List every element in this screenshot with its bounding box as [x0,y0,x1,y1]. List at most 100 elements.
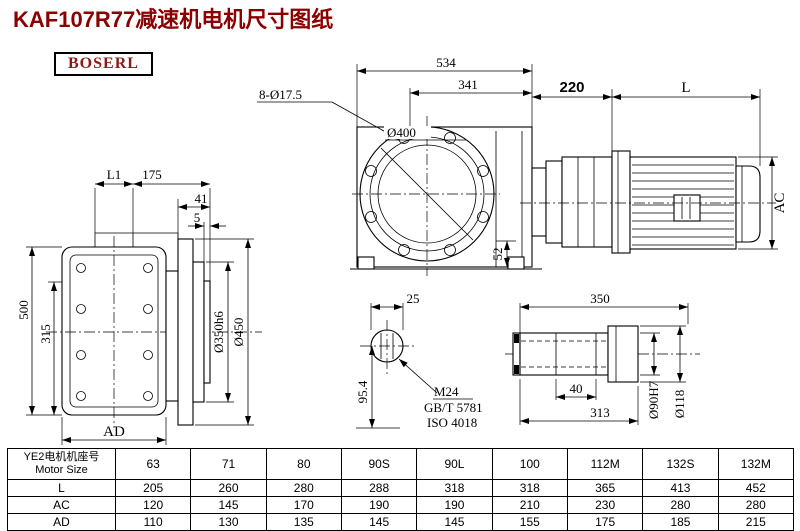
motor-size-header-cn: YE2电机机座号 [23,451,100,463]
table-row-L: L 205 260 280 288 318 318 365 413 452 [7,479,795,497]
cell: 452 [717,479,795,497]
cell: 215 [717,513,795,531]
row-label: L [7,479,116,497]
bolt-hole [477,165,489,177]
dim-flange-outer-diameter: Ø450 [231,318,246,347]
dim-95-4: 95.4 [355,380,370,403]
output-shaft-section [519,332,609,376]
dim-flange-diameter: Ø400 [387,125,416,140]
dim-220: 220 [559,79,584,96]
cell: 280 [265,479,342,497]
cell: 190 [340,496,418,514]
cell: 318 [491,479,568,497]
cell: 288 [340,479,418,497]
shaft-end-detail: 25 95.4 M24 GB/T 5781 ISO 4018 [355,291,483,430]
bolt-hole [365,211,377,223]
size-col: 100 [491,448,568,480]
shaft-hub-section [607,325,639,383]
motor-view: 220 L AC [520,79,788,254]
cell: 365 [566,479,644,497]
cell: 280 [642,496,719,514]
size-col: 112M [566,448,644,480]
size-col: 80 [265,448,342,480]
dim-L1: L1 [107,167,121,182]
bolt-hole [444,132,456,144]
dim-bore-diameter: Ø90H7 [646,380,661,419]
bolt-hole [477,211,489,223]
size-col: 90S [340,448,418,480]
label-GBT-5781: GB/T 5781 [424,400,483,415]
motor-adapter [531,167,547,237]
dim-52: 52 [490,248,505,261]
label-ISO-4018: ISO 4018 [427,415,477,430]
cell: 155 [491,513,568,531]
table-header-row: YE2电机机座号 Motor Size 63 71 80 90S 90L 100… [7,448,795,480]
cell: 230 [566,496,644,514]
bolt [76,350,86,360]
flange-spigot [192,261,205,403]
dim-40: 40 [570,381,583,396]
bolt [76,263,86,273]
bolt [76,304,86,314]
cell: 145 [340,513,418,531]
size-col: 63 [114,448,192,480]
brand-text: BOSERL [68,55,139,72]
mounting-flange-section [177,238,194,426]
motor-size-header-en: Motor Size [35,464,88,476]
cell: 145 [190,496,267,514]
dim-41: 41 [195,191,208,206]
front-view-gearbox: 534 341 8-Ø17.5 Ø400 52 [257,55,542,276]
shaft-side-detail: 350 40 313 Ø90H7 Ø118 [505,291,700,425]
motor-terminal-box [673,194,701,222]
label-M24: M24 [434,384,459,399]
dim-AD: AD [103,424,125,440]
size-col: 132M [717,448,795,480]
cell: 260 [190,479,267,497]
flange-neck [165,270,179,402]
cell: 170 [265,496,342,514]
dim-534: 534 [436,55,456,70]
cell: 280 [717,496,795,514]
size-col: 132S [642,448,719,480]
dim-motor-length: L [681,80,690,96]
dim-350: 350 [590,291,610,306]
dim-motor-AC: AC [772,193,788,214]
cell: 318 [416,479,493,497]
size-col: 71 [190,448,267,480]
dim-25: 25 [407,291,420,306]
page-title: KAF107R77减速机电机尺寸图纸 [13,7,334,32]
dim-spigot-diameter: Ø350h6 [211,311,226,353]
bolt [143,391,153,401]
dim-313: 313 [590,405,610,420]
cell: 210 [491,496,568,514]
cell: 110 [114,513,192,531]
dim-175: 175 [142,167,162,182]
side-view: L1 175 41 5 500 315 Ø350h6 Ø450 AD [16,167,262,445]
bolt [143,304,153,314]
bolt [143,263,153,273]
motor-flange [611,150,631,254]
row-label: AD [7,513,116,531]
bolt [143,350,153,360]
dim-bolt-holes: 8-Ø17.5 [259,87,302,102]
dim-500: 500 [16,300,31,320]
bolt-hole [398,244,410,256]
table-row-AC: AC 120 145 170 190 190 210 230 280 280 [7,496,795,514]
size-col: 90L [416,448,493,480]
dim-5: 5 [194,210,201,225]
cell: 205 [114,479,192,497]
bolt-hole [444,244,456,256]
cell: 145 [416,513,493,531]
row-label: AC [7,496,116,514]
fan-cover [735,165,761,243]
dim-315: 315 [38,324,53,344]
brand-logo: BOSERL [54,52,153,76]
cell: 120 [114,496,192,514]
dim-hub-diameter: Ø118 [672,390,687,418]
technical-drawing: 534 341 8-Ø17.5 Ø400 52 220 [16,55,788,445]
cell: 190 [416,496,493,514]
motor-size-table: YE2电机机座号 Motor Size 63 71 80 90S 90L 100… [7,448,795,531]
cell: 135 [265,513,342,531]
cell: 413 [642,479,719,497]
bolt-hole [365,165,377,177]
